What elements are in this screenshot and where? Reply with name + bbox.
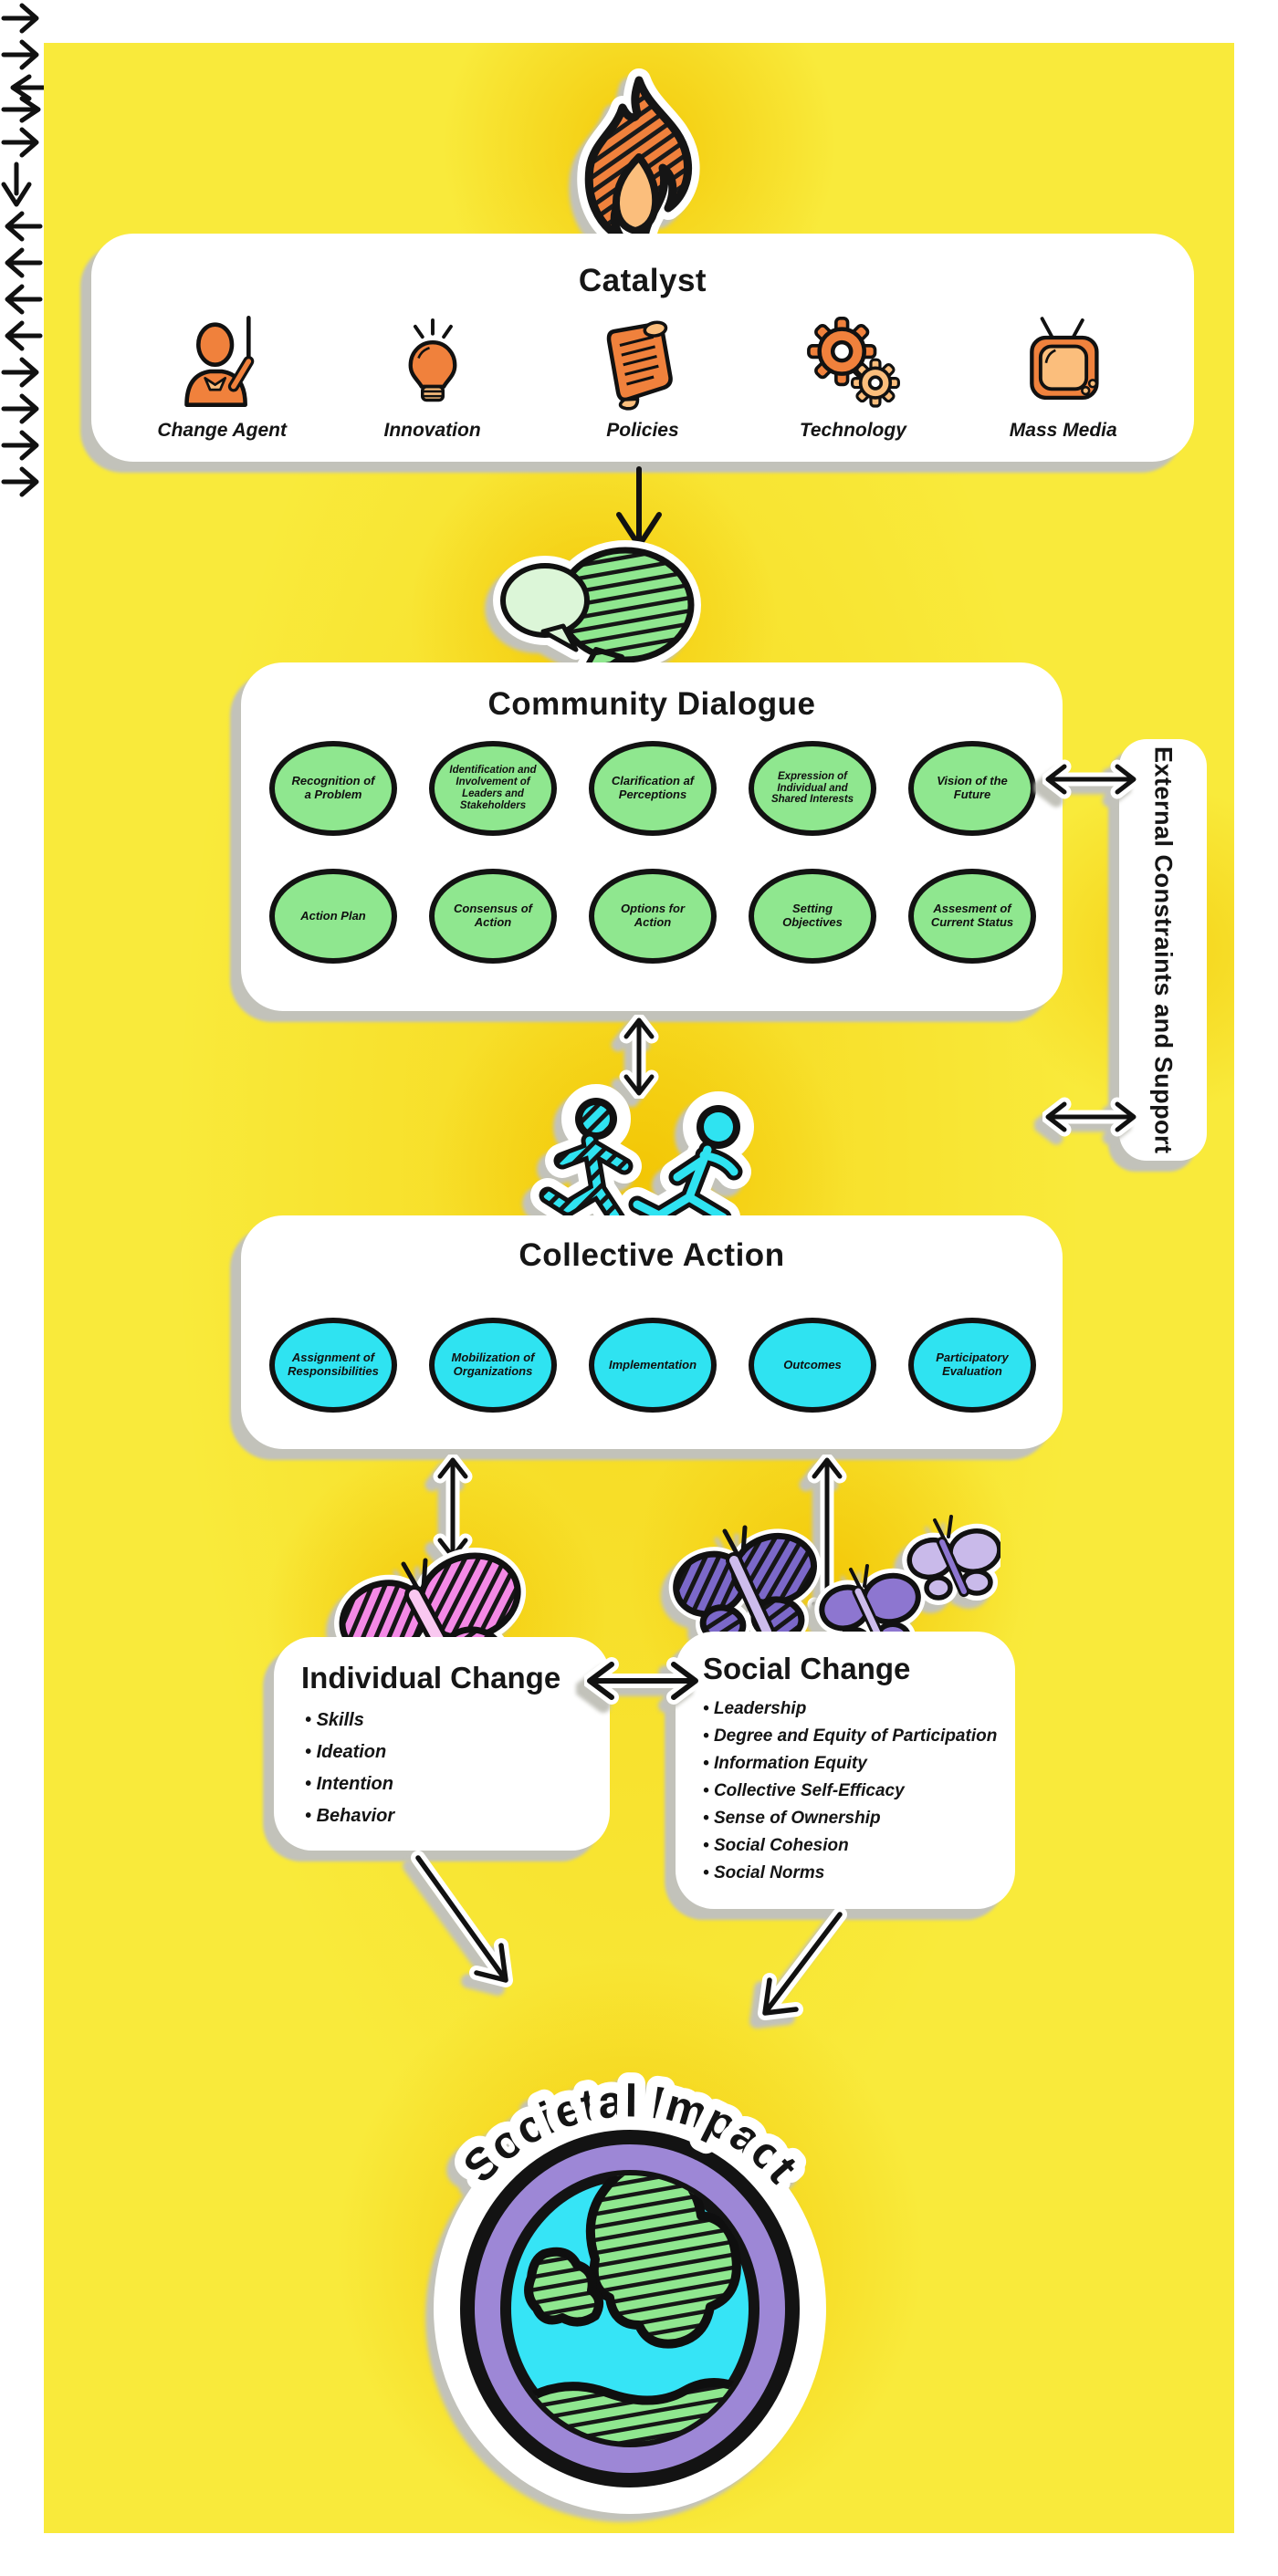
dialogue-step-ellipse: Expression of Individual and Shared Inte… (749, 741, 876, 836)
collective-step-ellipse: Mobilization of Organizations (429, 1318, 557, 1413)
catalyst-item-label: Technology (799, 420, 906, 441)
innovation-icon (408, 318, 457, 402)
arrow-right-icon (1, 466, 39, 497)
individual-change-bullets: Skills Ideation Intention Behavior (274, 1705, 610, 1832)
catalyst-item-policies: Policies (542, 310, 743, 442)
catalyst-item-technology: Technology (752, 310, 953, 442)
dialogue-step-ellipse: Clarification af Perceptions (589, 741, 717, 836)
catalyst-item-change-agent: Change Agent (121, 310, 322, 442)
arrow-dialogue-collective-icon (619, 1015, 659, 1099)
arrow-right-icon (1, 3, 39, 34)
dialogue-step-ellipse: Consensus of Action (429, 869, 557, 964)
arrow-external-top-icon (1042, 759, 1139, 799)
arrow-bidirectional-icon (1, 74, 50, 123)
community-dialogue-title: Community Dialogue (487, 686, 816, 722)
arrow-individual-social-icon (584, 1657, 701, 1705)
collective-step-ellipse: Assignment of Responsibilities (269, 1318, 397, 1413)
collective-step-ellipse: Implementation (589, 1318, 717, 1413)
collective-action-title: Collective Action (519, 1237, 785, 1273)
arrow-social-to-impact-icon (758, 1909, 847, 2020)
arrow-individual-to-impact-icon (411, 1851, 513, 1987)
bullet-item: Sense of Ownership (703, 1805, 1015, 1832)
societal-impact-globe-icon: Societal Impact (434, 2064, 826, 2514)
bullet-item: Intention (305, 1768, 610, 1800)
collective-step-ellipse: Outcomes (749, 1318, 876, 1413)
catalyst-item-label: Mass Media (1009, 420, 1117, 441)
arrow-right-icon (1, 39, 39, 70)
globe-continents (506, 2175, 754, 2442)
arrow-right-icon (1, 357, 39, 388)
arrow-down-icon (1, 162, 32, 207)
technology-icon (807, 316, 901, 408)
arrow-left-icon (5, 284, 43, 315)
change-agent-icon (184, 316, 255, 407)
external-constraints-box: External Constraints and Support (1119, 739, 1207, 1161)
arrow-external-bottom-icon (1042, 1097, 1139, 1137)
bullet-item: Behavior (305, 1800, 610, 1832)
arrow-right-icon (1, 393, 39, 424)
dialogue-step-ellipse: Options for Action (589, 869, 717, 964)
bullet-item: Information Equity (703, 1750, 1015, 1778)
catalyst-item-label: Innovation (383, 420, 481, 441)
runners-icon (530, 1084, 754, 1271)
catalyst-title: Catalyst (578, 263, 707, 298)
bullet-item: Skills (305, 1705, 610, 1736)
bullet-item: Social Cohesion (703, 1832, 1015, 1860)
individual-change-title: Individual Change (301, 1661, 561, 1695)
bullet-item: Collective Self-Efficacy (703, 1778, 1015, 1805)
social-change-title: Social Change (703, 1652, 911, 1685)
dialogue-step-ellipse: Recognition of a Problem (269, 741, 397, 836)
catalyst-item-label: Policies (606, 420, 679, 441)
mass-media-icon (1029, 317, 1099, 401)
catalyst-item-innovation: Innovation (332, 310, 533, 442)
catalyst-item-mass-media: Mass Media (963, 310, 1164, 442)
flame-icon (577, 68, 700, 249)
arrow-right-icon (1, 430, 39, 461)
dialogue-step-ellipse: Action Plan (269, 869, 397, 964)
catalyst-box: Catalyst Change Agent (91, 234, 1194, 462)
catalyst-items-row: Change Agent Innovation (91, 299, 1194, 442)
policies-icon (606, 320, 673, 411)
bullet-item: Social Norms (703, 1860, 1015, 1887)
individual-change-box: Individual Change Skills Ideation Intent… (274, 1637, 610, 1851)
dialogue-step-ellipse: Setting Objectives (749, 869, 876, 964)
social-change-bullets: Leadership Degree and Equity of Particip… (676, 1695, 1015, 1887)
dialogue-step-ellipse: Vision of the Future (908, 741, 1036, 836)
external-constraints-label: External Constraints and Support (1149, 746, 1178, 1154)
catalyst-item-label: Change Agent (157, 420, 287, 441)
dialogue-step-ellipse: Identification and Involvement of Leader… (429, 741, 557, 836)
arrow-left-icon (5, 247, 43, 278)
arrow-left-icon (5, 211, 43, 242)
collective-step-ellipse: Participatory Evaluation (908, 1318, 1036, 1413)
dialogue-step-ellipse: Assesment of Current Status (908, 869, 1036, 964)
arrow-right-icon (1, 127, 39, 158)
arrow-left-icon (5, 320, 43, 351)
bullet-item: Degree and Equity of Participation (703, 1723, 1015, 1750)
bullet-item: Ideation (305, 1736, 610, 1768)
bullet-item: Leadership (703, 1695, 1015, 1723)
social-change-box: Social Change Leadership Degree and Equi… (676, 1632, 1015, 1909)
